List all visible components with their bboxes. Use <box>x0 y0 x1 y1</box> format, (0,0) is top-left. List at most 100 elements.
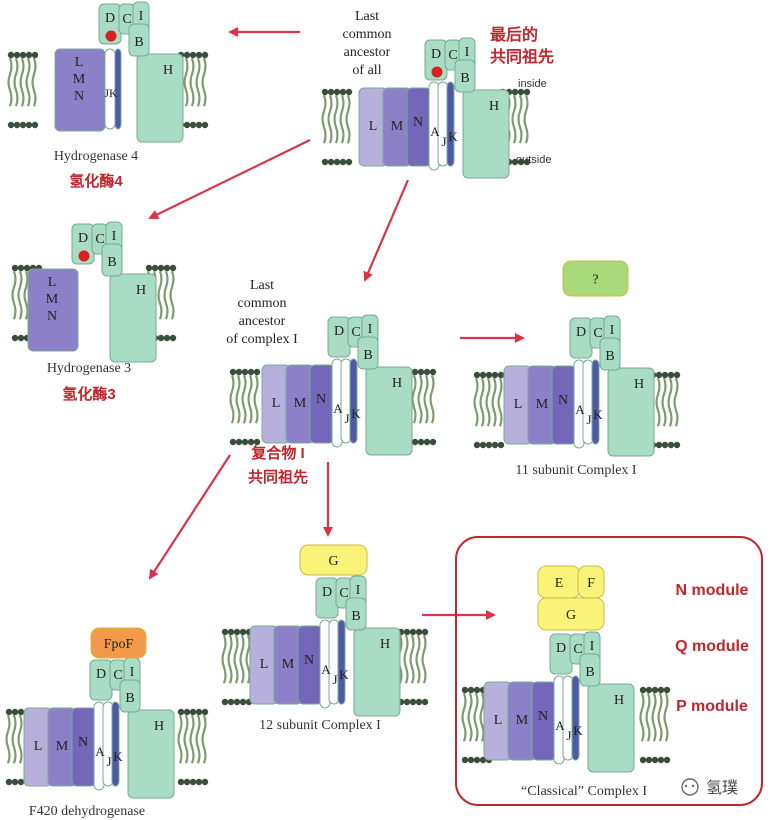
lipid-head <box>253 438 261 446</box>
lipid-tail <box>333 94 339 144</box>
lipid-head <box>163 264 171 272</box>
lipid-head <box>23 264 31 272</box>
lipid-tail <box>195 57 201 107</box>
lca-c1-line1: Last <box>250 278 274 293</box>
f420-h <box>127 709 175 799</box>
inside-label: inside <box>518 78 547 90</box>
classical-b <box>579 653 601 687</box>
lipid-head <box>491 371 499 379</box>
lipid-tail <box>19 57 25 107</box>
lipid-tail <box>235 374 241 424</box>
membrane-lca-left <box>321 88 353 166</box>
lipid-head <box>345 158 353 166</box>
lipid-tail <box>245 634 251 684</box>
lca-c1-cn-line2: 共同祖先 <box>248 468 308 486</box>
lipid-head <box>345 88 353 96</box>
lipid-tail <box>17 270 23 320</box>
lipid-head <box>415 698 423 706</box>
n-module-label: N module <box>676 582 749 599</box>
f-module: F <box>577 565 605 599</box>
lipid-head <box>17 708 25 716</box>
classical-b-label: B <box>585 665 594 680</box>
hydrogenase3-i-label: I <box>112 229 117 244</box>
lipid-tail <box>201 714 207 764</box>
lipid-tail <box>241 374 247 424</box>
lca-complex1-i-label: I <box>368 322 373 337</box>
lipid-head <box>663 686 671 694</box>
lca-complex1-c-label: C <box>351 325 360 340</box>
lipid-tail <box>17 714 23 764</box>
lipid-tail <box>429 374 435 424</box>
classical-a-label: A <box>555 718 565 733</box>
lipid-head <box>157 264 165 272</box>
complex-12-d-label: D <box>322 585 332 600</box>
hydrogenase3-lmn-label-0: L <box>48 275 57 290</box>
lipid-head <box>663 756 671 764</box>
complex-11-j-label: J <box>586 412 591 427</box>
complex-11-h <box>607 367 655 457</box>
lipid-head <box>415 628 423 636</box>
lipid-head <box>11 264 19 272</box>
lca-all-d-label: D <box>431 47 441 62</box>
lipid-tail <box>485 377 491 427</box>
f420-h-label: H <box>154 719 164 734</box>
classical-k <box>571 675 580 761</box>
lca-all-j-label: J <box>441 134 446 149</box>
classical-i-label: I <box>590 639 595 654</box>
lipid-head <box>195 51 203 59</box>
g-module-12: G <box>299 544 368 576</box>
lipid-head <box>189 51 197 59</box>
lipid-head <box>321 158 329 166</box>
arrows <box>148 27 525 620</box>
lipid-head <box>657 686 665 694</box>
lipid-head <box>429 438 437 446</box>
lipid-head <box>655 371 663 379</box>
lipid-tail <box>31 57 37 107</box>
complex-11-k-label: K <box>593 407 603 422</box>
watermark-text: 氢璞 <box>706 779 738 797</box>
membrane-c11-left <box>473 371 505 449</box>
lipid-head <box>145 264 153 272</box>
lipid-tail <box>409 634 415 684</box>
lca-all-h-label: H <box>489 99 499 114</box>
classical-h <box>587 683 635 773</box>
lipid-head <box>227 628 235 636</box>
classical-m-label: M <box>516 713 529 728</box>
p-module-label: P module <box>676 698 748 715</box>
lipid-head <box>189 708 197 716</box>
lipid-tail <box>327 94 333 144</box>
lipid-head <box>151 264 159 272</box>
lipid-tail <box>183 714 189 764</box>
lipid-head <box>421 698 429 706</box>
lipid-tail <box>227 634 233 684</box>
hydrogenase3-lmn-label-1: M <box>46 292 59 307</box>
lipid-tail <box>195 714 201 764</box>
lipid-head <box>327 88 335 96</box>
lipid-tail <box>411 374 417 424</box>
lipid-head <box>491 441 499 449</box>
lca-all-line2: common <box>343 27 392 42</box>
lca-complex1-j-label: J <box>344 411 349 426</box>
lipid-head <box>25 121 33 129</box>
f420-label: F420 dehydrogenase <box>29 804 145 819</box>
hydrogenase4-h-label: H <box>163 63 173 78</box>
lca-complex1-d-label: D <box>334 324 344 339</box>
lipid-head <box>201 51 209 59</box>
lipid-tail <box>661 377 667 427</box>
lipid-head <box>461 686 469 694</box>
complex-11-h-label: H <box>634 377 644 392</box>
lca-complex1-a-label: A <box>333 401 343 416</box>
lipid-tail <box>169 270 175 320</box>
lipid-tail <box>673 377 679 427</box>
lipid-tail <box>177 714 183 764</box>
classical-h-label: H <box>614 693 624 708</box>
lipid-head <box>645 686 653 694</box>
lca-complex1-m-label: M <box>294 396 307 411</box>
lipid-tail <box>403 634 409 684</box>
complex-11-n-label: N <box>558 393 568 408</box>
fpof-module-label: FpoF <box>104 637 134 652</box>
